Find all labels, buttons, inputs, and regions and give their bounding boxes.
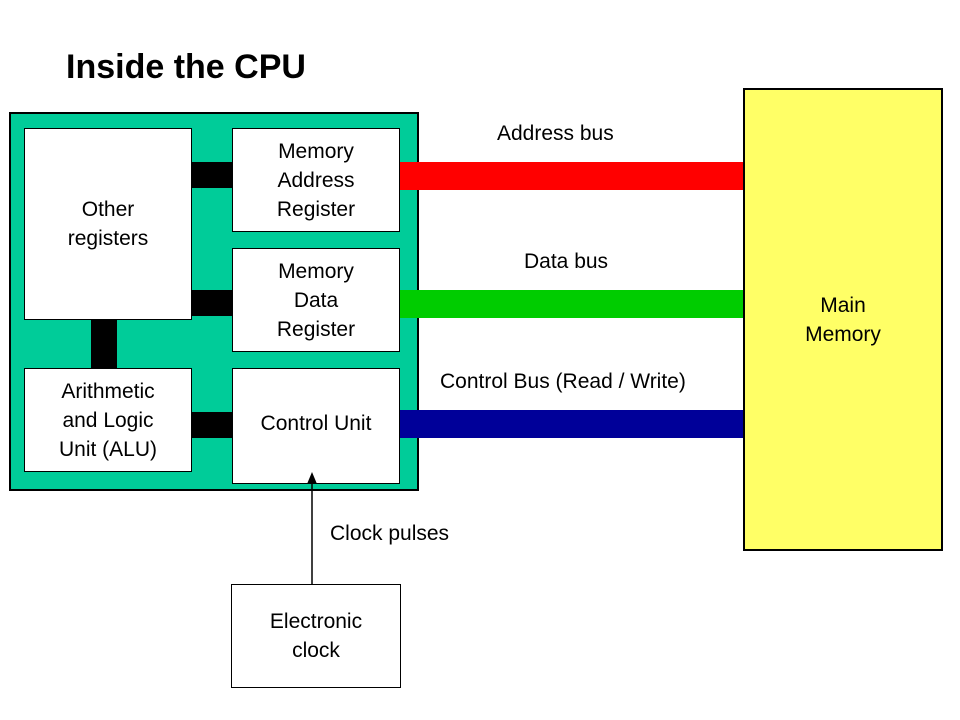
diagram-title: Inside the CPU <box>66 48 306 86</box>
data-bus <box>400 290 744 318</box>
connector-other-mdr <box>192 290 232 316</box>
data-bus-label: Data bus <box>524 250 609 273</box>
connector-other-mar <box>192 162 232 188</box>
clock-pulse-arrow <box>307 472 317 584</box>
control-bus-label: Control Bus (Read / Write) <box>440 370 686 393</box>
address-bus-label: Address bus <box>497 122 614 145</box>
connector-alu-control <box>192 412 232 438</box>
clock-pulses-label: Clock pulses <box>330 522 450 545</box>
control-bus <box>400 410 744 438</box>
control-unit-box: Control Unit <box>232 368 400 484</box>
connector-other-alu <box>91 320 117 368</box>
address-bus <box>400 162 744 190</box>
